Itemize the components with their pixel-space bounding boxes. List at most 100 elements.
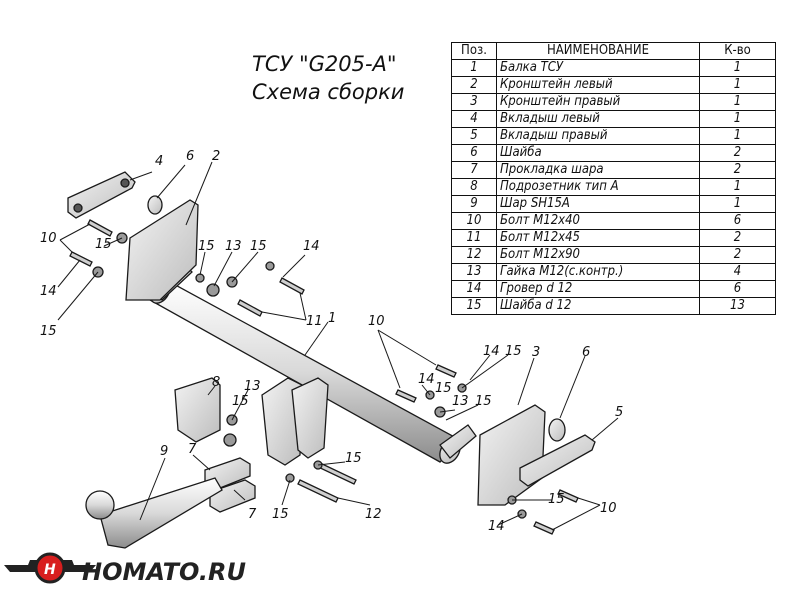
diagram-subtitle: Схема сборки bbox=[252, 80, 405, 104]
callout-14-right-a: 14 bbox=[483, 344, 500, 359]
bolt-part-10-d bbox=[435, 364, 457, 378]
callout-6-left: 6 bbox=[186, 149, 194, 164]
callout-15-right-a: 15 bbox=[505, 344, 522, 359]
bolt-part-10-b bbox=[69, 251, 93, 267]
callout-11: 11 bbox=[306, 314, 323, 329]
row-quantity: 2 bbox=[699, 246, 776, 264]
bracket-right-part-3 bbox=[477, 404, 546, 506]
callout-1: 1 bbox=[328, 311, 336, 326]
row-name: Шайба bbox=[496, 144, 700, 162]
row-name: Болт М12х45 bbox=[496, 229, 700, 247]
logo-text: HOMATO.RU bbox=[82, 558, 246, 586]
row-position: 4 bbox=[451, 110, 497, 128]
callout-10-mid: 10 bbox=[368, 314, 385, 329]
callout-15-mid-b: 15 bbox=[250, 239, 267, 254]
row-position: 6 bbox=[451, 144, 497, 162]
row-quantity: 1 bbox=[699, 93, 776, 111]
callout-15-left-b: 15 bbox=[40, 324, 57, 339]
row-quantity: 2 bbox=[699, 144, 776, 162]
diagram-title: ТСУ "G205-A" bbox=[252, 52, 397, 76]
callout-15-lower-b: 15 bbox=[345, 451, 362, 466]
beam-flange-right bbox=[439, 424, 477, 459]
callout-15-lower-a: 15 bbox=[232, 394, 249, 409]
svg-text:H: H bbox=[44, 562, 56, 578]
row-name: Гровер d 12 bbox=[496, 280, 700, 298]
row-position: 10 bbox=[451, 212, 497, 230]
insert-right-part-5 bbox=[519, 434, 596, 487]
callout-9: 9 bbox=[160, 444, 168, 459]
bolt-part-11-a bbox=[237, 299, 263, 317]
bolt-part-10-f bbox=[533, 521, 555, 535]
row-quantity: 2 bbox=[699, 161, 776, 179]
callout-10-right: 10 bbox=[600, 501, 617, 516]
callout-15-left-a: 15 bbox=[95, 237, 112, 252]
insert-left-part-4 bbox=[67, 171, 136, 219]
callout-12: 12 bbox=[365, 507, 382, 522]
row-name: Болт М12х40 bbox=[496, 212, 700, 230]
row-quantity: 1 bbox=[699, 195, 776, 213]
callout-13-mid-a: 13 bbox=[225, 239, 242, 254]
row-name: Кронштейн левый bbox=[496, 76, 700, 94]
center-mount-plate-b bbox=[291, 377, 329, 459]
washer-right-part-6 bbox=[548, 418, 566, 442]
header-quantity: К-во bbox=[699, 42, 776, 60]
insert-left-hole-b bbox=[120, 178, 130, 188]
row-quantity: 1 bbox=[699, 59, 776, 77]
center-mount-plate-a bbox=[261, 377, 303, 466]
nut-part-13-c bbox=[223, 433, 237, 447]
callout-15-lower-c: 15 bbox=[272, 507, 289, 522]
callout-13-right: 13 bbox=[452, 394, 469, 409]
row-position: 5 bbox=[451, 127, 497, 145]
bolt-part-10-e bbox=[557, 489, 579, 503]
logo-circle-icon bbox=[34, 552, 66, 584]
ball-part-9 bbox=[85, 490, 115, 520]
washer-part-15-b bbox=[265, 261, 275, 271]
row-name: Вкладыш правый bbox=[496, 127, 700, 145]
row-quantity: 1 bbox=[699, 76, 776, 94]
header-position: Поз. bbox=[451, 42, 497, 60]
row-position: 14 bbox=[451, 280, 497, 298]
ball-arm-part-9 bbox=[99, 477, 223, 549]
bolt-part-10-a bbox=[87, 219, 113, 237]
row-quantity: 4 bbox=[699, 263, 776, 281]
parts-table-header: Поз. НАИМЕНОВАНИЕ К-во bbox=[451, 42, 776, 60]
row-name: Шайба d 12 bbox=[496, 297, 700, 315]
row-position: 8 bbox=[451, 178, 497, 196]
bolt-part-11-b bbox=[279, 277, 305, 295]
callout-14-right-b: 14 bbox=[418, 372, 435, 387]
callout-7-upper: 7 bbox=[188, 442, 197, 457]
callout-7-lower: 7 bbox=[248, 507, 257, 522]
row-name: Вкладыш левый bbox=[496, 110, 700, 128]
insert-left-hole-a bbox=[73, 203, 83, 213]
row-quantity: 1 bbox=[699, 110, 776, 128]
row-position: 1 bbox=[451, 59, 497, 77]
row-name: Шар SH15A bbox=[496, 195, 700, 213]
row-position: 2 bbox=[451, 76, 497, 94]
callout-14-mid: 14 bbox=[303, 239, 320, 254]
ball-spacer-b-part-7 bbox=[209, 479, 256, 513]
callout-15-right-c: 15 bbox=[475, 394, 492, 409]
callout-8: 8 bbox=[212, 375, 220, 390]
callout-14-left: 14 bbox=[40, 284, 57, 299]
washer-part-15-a bbox=[195, 273, 205, 283]
bolt-part-10-c bbox=[395, 389, 417, 403]
row-position: 11 bbox=[451, 229, 497, 247]
callout-15-lower-right: 15 bbox=[548, 492, 565, 507]
callout-4: 4 bbox=[155, 154, 163, 169]
washer-part-15-e bbox=[285, 473, 295, 483]
callout-2: 2 bbox=[212, 149, 220, 164]
